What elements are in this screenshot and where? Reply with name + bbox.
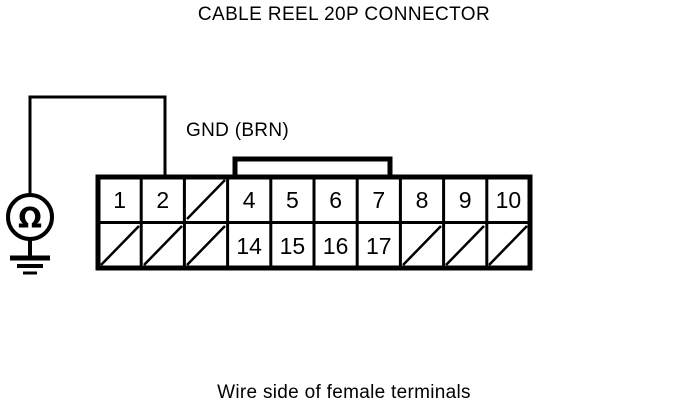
figure-caption: Wire side of female terminals — [217, 382, 471, 403]
pin-number: 10 — [496, 187, 522, 213]
gnd-wire-label: GND (BRN) — [186, 120, 289, 141]
pin-number: 8 — [416, 187, 429, 213]
connector-body: 1 2 4 5 6 7 8 9 10 14 15 16 17 — [95, 156, 533, 271]
pin-number: 7 — [372, 187, 385, 213]
bottom-row-pin-numbers: 14 15 16 17 — [236, 233, 391, 259]
ohmmeter-circuit: Ω — [6, 95, 167, 275]
ground-icon — [10, 255, 50, 275]
page-title: CABLE REEL 20P CONNECTOR — [197, 4, 491, 25]
top-row-pin-numbers: 1 2 4 5 6 7 8 9 10 — [113, 187, 521, 213]
column-dividers — [139, 177, 489, 268]
pin-number: 2 — [156, 187, 169, 213]
omega-icon: Ω — [18, 202, 42, 235]
connector-locking-tab — [232, 156, 393, 177]
unused-cavity-marks — [100, 179, 528, 266]
pin-number: 1 — [113, 187, 126, 213]
pin-number: 4 — [243, 187, 256, 213]
pin-number: 17 — [366, 233, 392, 259]
pin-number: 14 — [236, 233, 262, 259]
pin-number: 15 — [280, 233, 306, 259]
test-lead-wire — [28, 95, 167, 200]
pin-number: 5 — [286, 187, 299, 213]
pin-number: 16 — [323, 233, 349, 259]
pin-number: 9 — [459, 187, 472, 213]
pin-number: 6 — [329, 187, 342, 213]
